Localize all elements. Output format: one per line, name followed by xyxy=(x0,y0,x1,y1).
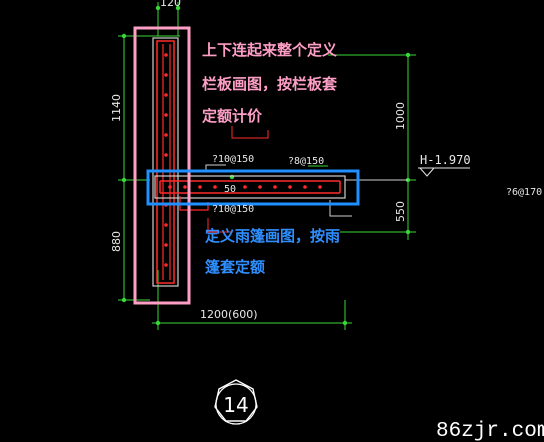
parapet-outline xyxy=(152,37,179,287)
rebar-label-under: ?10@150 xyxy=(212,204,254,215)
rebar-label-mid: 50 xyxy=(224,184,236,195)
dimension-ticks xyxy=(121,5,411,326)
canopy-rebar-dots xyxy=(168,185,322,189)
blue-note-line-1: 定义雨篷画图，按雨 xyxy=(205,227,340,245)
rebar-label-left-top: ?10@150 xyxy=(212,154,254,165)
dim-bottom-width: 1200(600) xyxy=(200,308,258,321)
dim-right-lower: 550 xyxy=(394,201,407,222)
pink-note-line-3: 定额计价 xyxy=(202,107,263,125)
level-marker-icon xyxy=(418,167,470,177)
blue-note-line-2: 篷套定额 xyxy=(205,258,265,276)
parapet-rebar-dots xyxy=(164,53,168,267)
rebar-label-far-right: ?6@170 xyxy=(506,187,542,198)
detail-number: 14 xyxy=(223,393,248,417)
dim-upper-height: 1140 xyxy=(110,94,123,122)
pink-note-line-2: 栏板画图，按栏板套 xyxy=(202,75,338,93)
leader-lines xyxy=(207,126,269,233)
parapet-highlight-box xyxy=(133,26,191,305)
pink-note-line-1: 上下连起来整个定义 xyxy=(202,41,337,59)
detail-number-marker xyxy=(214,379,258,422)
canopy-highlight-box xyxy=(146,169,360,206)
dim-lower-height: 880 xyxy=(110,231,123,252)
level-mark: H-1.970 xyxy=(420,153,471,167)
canopy-slab xyxy=(154,164,408,217)
detail-circle xyxy=(215,383,257,425)
dim-right-upper: 1000 xyxy=(394,102,407,130)
rebar-label-right-top: ?8@150 xyxy=(288,156,324,167)
dim-top-width: 120 xyxy=(160,0,181,9)
watermark: 86zjr.com xyxy=(436,420,544,442)
